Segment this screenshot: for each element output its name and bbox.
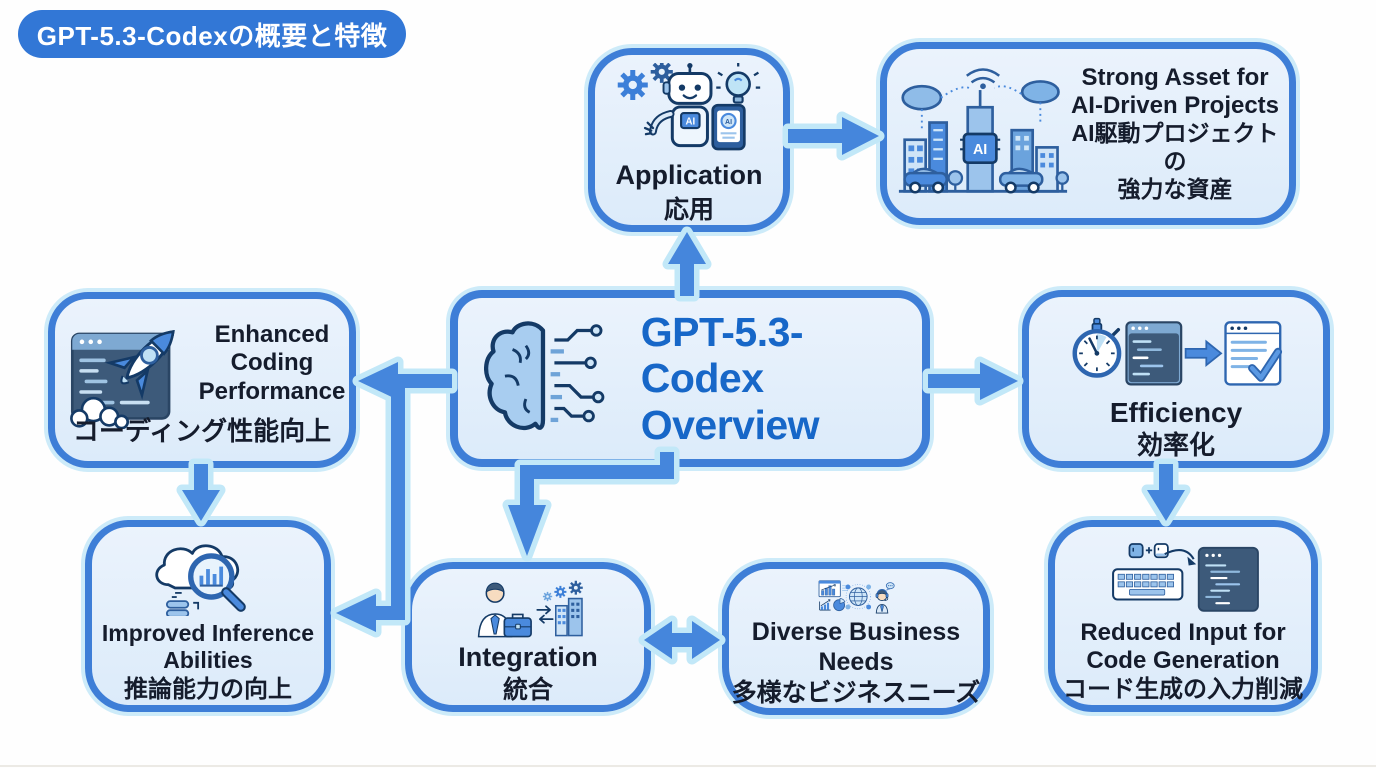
ai-label: AI bbox=[725, 119, 732, 126]
keyboard-code-icon bbox=[1112, 543, 1259, 612]
brain-circuit-icon bbox=[484, 320, 605, 430]
arrow-efficiency-to-reduced bbox=[1141, 458, 1191, 527]
arrow-center-to-efficiency bbox=[922, 356, 1024, 406]
efficiency-workflow-icon bbox=[1072, 317, 1283, 386]
diverse-label-ja: 多様なビジネスニーズ bbox=[731, 679, 981, 707]
page-title-badge: GPT-5.3-Codexの概要と特徴 bbox=[18, 10, 406, 58]
checked-doc-icon bbox=[1224, 321, 1283, 386]
page-title: GPT-5.3-Codexの概要と特徴 bbox=[36, 20, 388, 51]
asset-label-ja2: 強力な資産 bbox=[1117, 175, 1233, 202]
efficiency-label-ja: 効率化 bbox=[1136, 429, 1215, 460]
globe-icon bbox=[845, 584, 872, 610]
car-icon bbox=[998, 167, 1044, 194]
arrow-center-to-application bbox=[662, 226, 712, 302]
smart-city-icon: AI bbox=[898, 67, 1069, 194]
integration-label-en: Integration bbox=[458, 642, 598, 673]
enhanced-label-en: Enhanced Coding Performance bbox=[198, 321, 346, 405]
arrow-center-to-integration bbox=[502, 446, 680, 562]
diverse-label-en: Diverse Business Needs bbox=[751, 618, 961, 676]
node-diverse-business: Diverse Business Needs 多様なビジネスニーズ bbox=[722, 562, 990, 715]
asset-label-en2: AI-Driven Projects bbox=[1070, 92, 1280, 120]
node-application: AI AI Application 応用 bbox=[588, 48, 790, 232]
car-icon bbox=[903, 167, 948, 194]
asset-label-ja1: AI駆動プロジェクトの bbox=[1071, 120, 1279, 175]
efficiency-label-en: Efficiency bbox=[1109, 396, 1243, 428]
ai-label: AI bbox=[973, 142, 987, 158]
node-efficiency: Efficiency 効率化 bbox=[1022, 290, 1330, 468]
overview-title-line1: GPT-5.3-Codex bbox=[640, 309, 804, 402]
enhanced-label-ja: コーディング性能向上 bbox=[72, 415, 332, 446]
tablet-icon: AI bbox=[711, 103, 746, 151]
asset-label-en1: Strong Asset for bbox=[1081, 63, 1269, 91]
reduced-label-en: Reduced Input for Code Generation bbox=[1080, 618, 1286, 674]
node-improved-inference: Improved Inference Abilities 推論能力の向上 bbox=[85, 520, 331, 712]
arrow-enhanced-to-improved bbox=[176, 458, 226, 527]
arrow-integration-diverse bbox=[638, 615, 726, 665]
cloud-search-icon bbox=[155, 544, 246, 616]
reduced-label-ja: コード生成の入力削減 bbox=[1063, 676, 1303, 704]
node-overview: GPT-5.3-Codex Overview bbox=[450, 290, 930, 467]
improved-label-ja: 推論能力の向上 bbox=[124, 676, 292, 704]
overview-title-line2: Overview bbox=[640, 401, 820, 448]
node-reduced-input: Reduced Input for Code Generation コード生成の… bbox=[1048, 520, 1318, 712]
improved-label-en: Improved Inference Abilities bbox=[101, 619, 315, 674]
code-window-icon bbox=[1125, 321, 1183, 386]
arrow-application-to-asset bbox=[782, 111, 885, 161]
business-integration-icon bbox=[477, 580, 584, 638]
bottom-divider bbox=[0, 765, 1376, 767]
overview-title: GPT-5.3-Codex Overview bbox=[641, 309, 912, 448]
rocket-icon bbox=[104, 329, 175, 401]
business-needs-icon bbox=[818, 580, 895, 614]
support-agent-icon bbox=[875, 582, 895, 614]
rocket-code-icon bbox=[70, 329, 175, 429]
keyboard-icon bbox=[1112, 568, 1184, 601]
ai-label: AI bbox=[685, 117, 695, 128]
magnifier-icon bbox=[188, 553, 246, 612]
node-strong-asset: AI Strong Asset for AI-Driven Projects A… bbox=[880, 42, 1296, 225]
generated-code-icon bbox=[1197, 546, 1259, 612]
node-integration: Integration 統合 bbox=[405, 562, 651, 712]
stopwatch-icon bbox=[1072, 317, 1122, 378]
integration-label-ja: 統合 bbox=[502, 676, 553, 704]
application-label-ja: 応用 bbox=[663, 196, 714, 224]
node-enhanced-coding: Enhanced Coding Performance コーディング性能向上 bbox=[48, 292, 356, 468]
lightbulb-icon bbox=[716, 63, 761, 104]
robot-icon: AI AI bbox=[608, 63, 761, 151]
application-label-en: Application bbox=[615, 160, 763, 191]
